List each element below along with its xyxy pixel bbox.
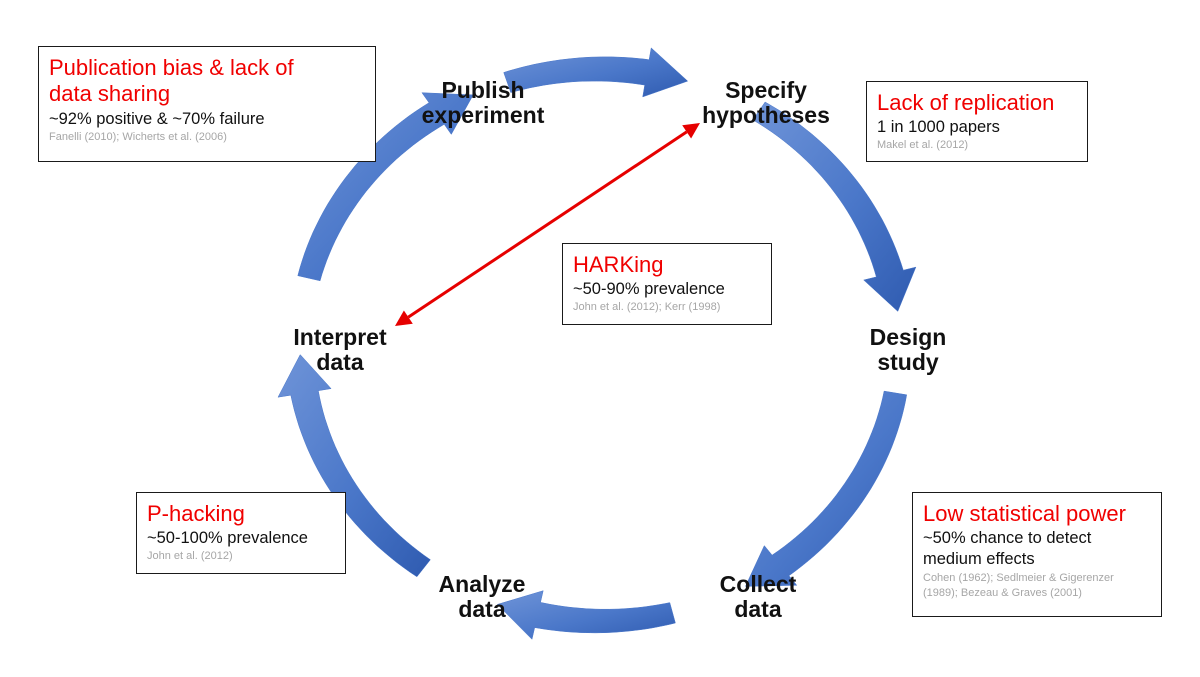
stage-analyze-line2: data (458, 596, 506, 622)
stage-publish-line2: experiment (421, 102, 545, 128)
p-hacking-stat: ~50-100% prevalence (147, 529, 308, 547)
stage-label-design-study: Design study (838, 325, 978, 375)
stage-label-analyze-data: Analyze data (412, 572, 552, 622)
stage-design-line2: study (877, 349, 939, 375)
power-title: Low statistical power (923, 501, 1126, 526)
p-hacking-citation: John et al. (2012) (147, 550, 233, 562)
power-stat-line1: ~50% chance to detect (923, 529, 1092, 547)
stage-interpret-line2: data (316, 349, 364, 375)
publication-bias-title-line2: data sharing (49, 81, 171, 106)
power-citation: Cohen (1962); Sedlmeier & Gigerenzer (19… (923, 572, 1114, 599)
harking-title: HARKing (573, 252, 664, 277)
stage-label-specify-hypotheses: Specify hypotheses (686, 78, 846, 128)
stage-design-line1: Design (869, 324, 947, 350)
harking-citation: John et al. (2012); Kerr (1998) (573, 301, 721, 313)
harking-arrowhead-interpret (395, 310, 413, 326)
stage-label-interpret-data: Interpret data (270, 325, 410, 375)
harking-arrow-shaft (407, 130, 688, 319)
stage-interpret-line1: Interpret (293, 324, 387, 350)
stage-collect-line2: data (734, 596, 782, 622)
harking-stat: ~50-90% prevalence (573, 280, 725, 298)
stage-analyze-line1: Analyze (438, 571, 526, 597)
stage-collect-line1: Collect (719, 571, 797, 597)
harking-arrowhead-specify (682, 123, 700, 139)
power-stat-line2: medium effects (923, 550, 1035, 568)
callout-publication-bias: Publication bias & lack of data sharing … (38, 46, 376, 162)
stage-publish-line1: Publish (441, 77, 525, 103)
callout-p-hacking: P-hacking ~50-100% prevalence John et al… (136, 492, 346, 574)
publication-bias-title-line1: Publication bias & lack of (49, 55, 294, 80)
callout-lack-of-replication: Lack of replication 1 in 1000 papers Mak… (866, 81, 1088, 162)
stage-specify-line1: Specify (725, 77, 807, 103)
cycle-arrow-interpret-to-publish (297, 92, 474, 282)
replication-citation: Makel et al. (2012) (877, 139, 969, 151)
cycle-arrow-publish-to-specify (503, 47, 689, 98)
harking-double-arrow (395, 123, 700, 326)
stage-specify-line2: hypotheses (702, 102, 830, 128)
p-hacking-title: P-hacking (147, 501, 245, 526)
replication-stat: 1 in 1000 papers (877, 118, 1000, 136)
cycle-arrow-collect-to-analyze (496, 590, 676, 640)
stage-label-publish-experiment: Publish experiment (408, 78, 558, 128)
callout-harking: HARKing ~50-90% prevalence John et al. (… (562, 243, 772, 325)
cycle-arrow-design-to-collect (745, 390, 907, 587)
callout-low-statistical-power: Low statistical power ~50% chance to det… (912, 492, 1162, 617)
cycle-arrows-group (277, 47, 917, 640)
stage-label-collect-data: Collect data (688, 572, 828, 622)
publication-bias-citation: Fanelli (2010); Wicherts et al. (2006) (49, 131, 227, 143)
cycle-arrow-analyze-to-interpret (277, 354, 431, 578)
cycle-arrow-specify-to-design (752, 101, 917, 312)
publication-bias-stat: ~92% positive & ~70% failure (49, 110, 265, 128)
replication-title: Lack of replication (877, 90, 1055, 115)
